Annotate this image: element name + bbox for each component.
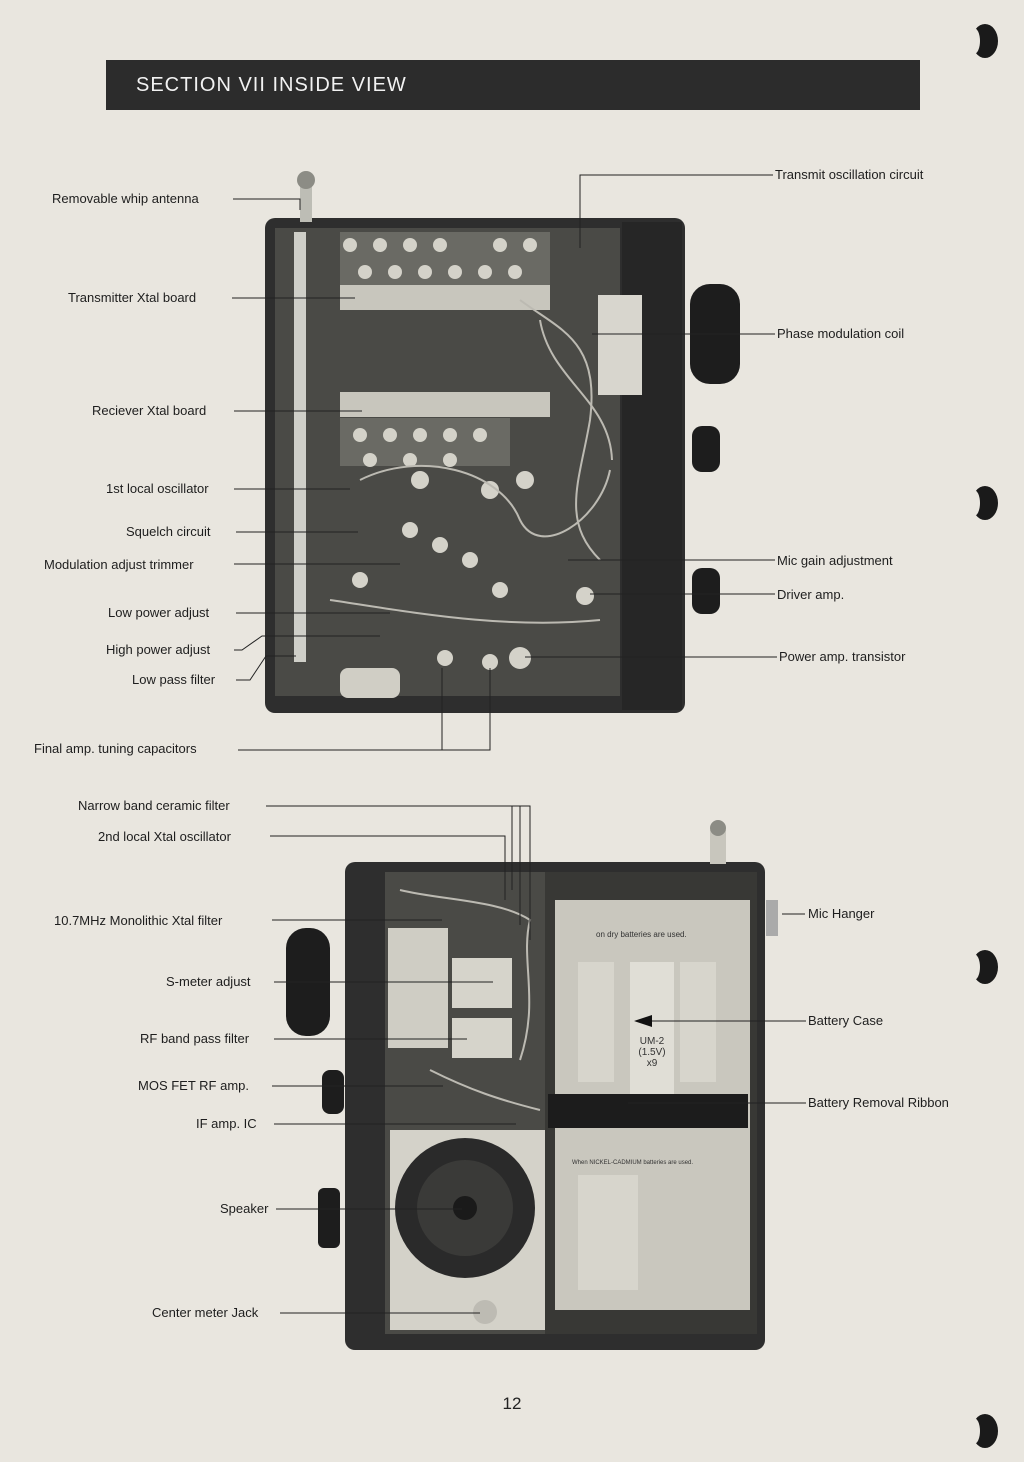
battery-voltage: (1.5V) (638, 1047, 666, 1058)
label-battery-case: Battery Case (808, 1013, 884, 1028)
label-mic-hanger: Mic Hanger (808, 906, 875, 921)
label-phase-modulation-coil: Phase modulation coil (777, 326, 905, 341)
label-s-meter-adjust: S-meter adjust (166, 974, 251, 989)
label-reciever-xtal-board: Reciever Xtal board (92, 403, 207, 418)
top-radio-photo (265, 171, 740, 713)
label-center-meter-jack: Center meter Jack (152, 1305, 259, 1320)
battery-type: UM-2 (639, 1036, 665, 1047)
binder-hole (968, 1414, 998, 1448)
nicad-battery-note: When NICKEL-CADMIUM batteries are used. (572, 1160, 694, 1166)
label-2nd-local-xtal-oscillator: 2nd local Xtal oscillator (98, 829, 231, 844)
label-transmitter-xtal-board: Transmitter Xtal board (68, 290, 197, 305)
binder-hole (968, 486, 998, 520)
label-monolithic-xtal-filter: 10.7MHz Monolithic Xtal filter (54, 913, 223, 928)
label-high-power-adjust: High power adjust (106, 642, 211, 657)
battery-voltage-label: UM-2 (1.5V) x9 (632, 1036, 672, 1069)
bottom-radio-photo (286, 820, 778, 1350)
label-narrow-band-ceramic-filter: Narrow band ceramic filter (78, 798, 230, 813)
label-squelch-circuit: Squelch circuit (126, 524, 211, 539)
label-modulation-adjust-trimmer: Modulation adjust trimmer (44, 557, 194, 572)
binder-hole (968, 950, 998, 984)
label-speaker: Speaker (220, 1201, 269, 1216)
label-final-amp-tuning-capacitors: Final amp. tuning capacitors (34, 741, 197, 756)
label-mic-gain-adjustment: Mic gain adjustment (777, 553, 893, 568)
label-low-pass-filter: Low pass filter (132, 672, 216, 687)
label-driver-amp: Driver amp. (777, 587, 845, 602)
page-number: 12 (502, 1394, 522, 1413)
label-removable-whip-antenna: Removable whip antenna (52, 191, 199, 206)
label-rf-band-pass-filter: RF band pass filter (140, 1031, 250, 1046)
section-title: SECTION VII INSIDE VIEW (106, 60, 920, 110)
label-power-amp-transistor: Power amp. transistor (779, 649, 906, 664)
battery-count: x9 (646, 1058, 658, 1069)
label-mos-fet-rf-amp: MOS FET RF amp. (138, 1078, 249, 1093)
label-if-amp-ic: IF amp. IC (196, 1116, 257, 1131)
binder-hole (968, 24, 998, 58)
label-low-power-adjust: Low power adjust (108, 605, 210, 620)
dry-battery-note: on dry batteries are used. (596, 930, 687, 939)
label-1st-local-oscillator: 1st local oscillator (106, 481, 209, 496)
label-transmit-oscillation-circuit: Transmit oscillation circuit (775, 167, 924, 182)
label-battery-removal-ribbon: Battery Removal Ribbon (808, 1095, 949, 1110)
